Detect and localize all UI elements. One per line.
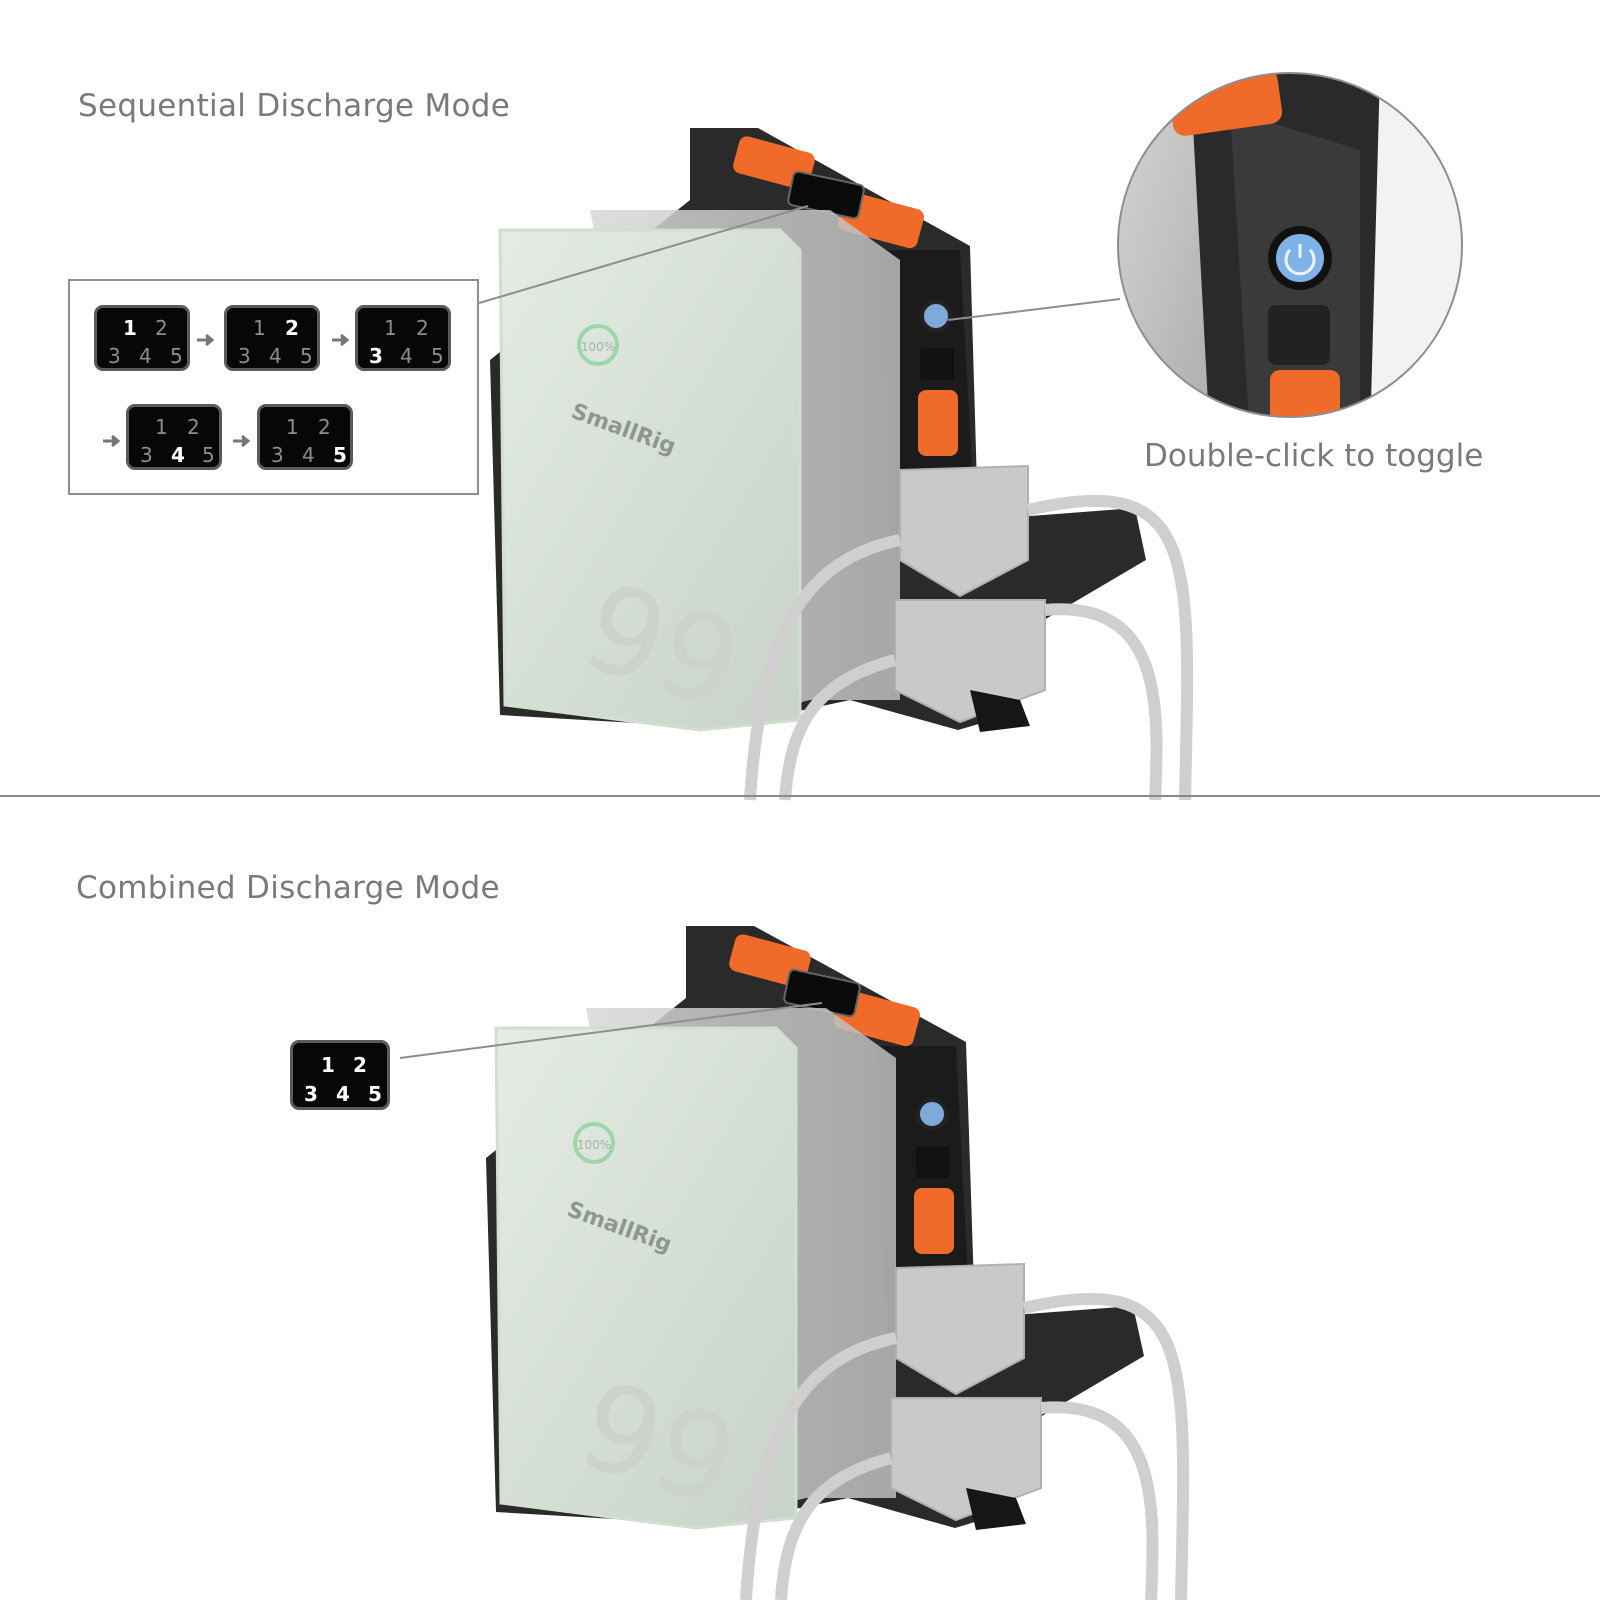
cable-2-bottom	[740, 1332, 898, 1600]
magnifier-leader-line	[947, 298, 1121, 321]
arrow-right-icon	[103, 434, 121, 448]
digit-1: 1	[286, 415, 299, 439]
cable-3-bottom	[1040, 1401, 1159, 1600]
cable-4-bottom	[775, 1452, 893, 1600]
digit-1: 1	[123, 316, 137, 340]
digit-2: 2	[155, 316, 168, 340]
cable-1-bottom	[1022, 1293, 1190, 1600]
digit-1: 1	[384, 316, 397, 340]
digit-2: 2	[318, 415, 331, 439]
digit-4: 4	[302, 443, 315, 467]
cable-2	[744, 534, 902, 801]
power-button-icon-bottom	[916, 1098, 948, 1130]
section-divider	[0, 795, 1600, 797]
latch-bottom	[966, 1488, 1026, 1530]
arrow-right-icon	[197, 333, 215, 347]
charge-label-bottom: 100%	[577, 1138, 611, 1152]
digit-3: 3	[369, 344, 383, 368]
zoom-usbc-cover	[1268, 305, 1330, 365]
top-device: 100% SmallRig 99	[490, 128, 1194, 801]
digit-3: 3	[108, 344, 121, 368]
digit-2: 2	[285, 316, 299, 340]
digit-3: 3	[140, 443, 153, 467]
usbc-port-cover-bottom	[916, 1146, 950, 1178]
digit-4: 4	[400, 344, 413, 368]
cable-1	[1026, 495, 1194, 801]
digit-5: 5	[333, 443, 347, 467]
digit-5: 5	[300, 344, 313, 368]
digit-4: 4	[139, 344, 152, 368]
digit-4: 4	[269, 344, 282, 368]
power-button-icon	[920, 300, 952, 332]
digit-4: 4	[171, 443, 185, 467]
digit-5: 5	[170, 344, 183, 368]
toggle-callout-text: Double-click to toggle	[1144, 438, 1484, 474]
bottom-device: 100% SmallRig 99	[486, 926, 1190, 1600]
digit-1: 1	[321, 1053, 335, 1077]
sequence-leader-line	[478, 205, 809, 304]
digit-5: 5	[431, 344, 444, 368]
arrow-right-icon	[233, 434, 251, 448]
magnifier	[1117, 72, 1463, 418]
digit-2: 2	[187, 415, 200, 439]
charge-indicator-bottom	[573, 1122, 615, 1164]
output-3-cover-bottom	[914, 1188, 954, 1254]
digit-1: 1	[253, 316, 266, 340]
digit-2: 2	[416, 316, 429, 340]
combined-leader-line	[399, 1002, 823, 1059]
latch	[970, 690, 1030, 732]
charge-label: 100%	[581, 340, 615, 354]
digit-5: 5	[368, 1082, 382, 1106]
digit-5: 5	[202, 443, 215, 467]
digit-4: 4	[336, 1082, 350, 1106]
cable-4	[779, 654, 897, 801]
usbc-port-cover	[920, 348, 954, 380]
digit-3: 3	[238, 344, 251, 368]
charge-indicator	[577, 324, 619, 366]
zoom-output-3-cover	[1270, 370, 1340, 417]
arrow-right-icon	[332, 333, 350, 347]
sequential-mode-title: Sequential Discharge Mode	[78, 88, 511, 124]
output-3-cover	[918, 390, 958, 456]
digit-3: 3	[271, 443, 284, 467]
digit-3: 3	[304, 1082, 318, 1106]
combined-mode-title: Combined Discharge Mode	[76, 870, 500, 906]
digit-2: 2	[353, 1053, 367, 1077]
cable-3	[1044, 603, 1163, 801]
digit-1: 1	[155, 415, 168, 439]
